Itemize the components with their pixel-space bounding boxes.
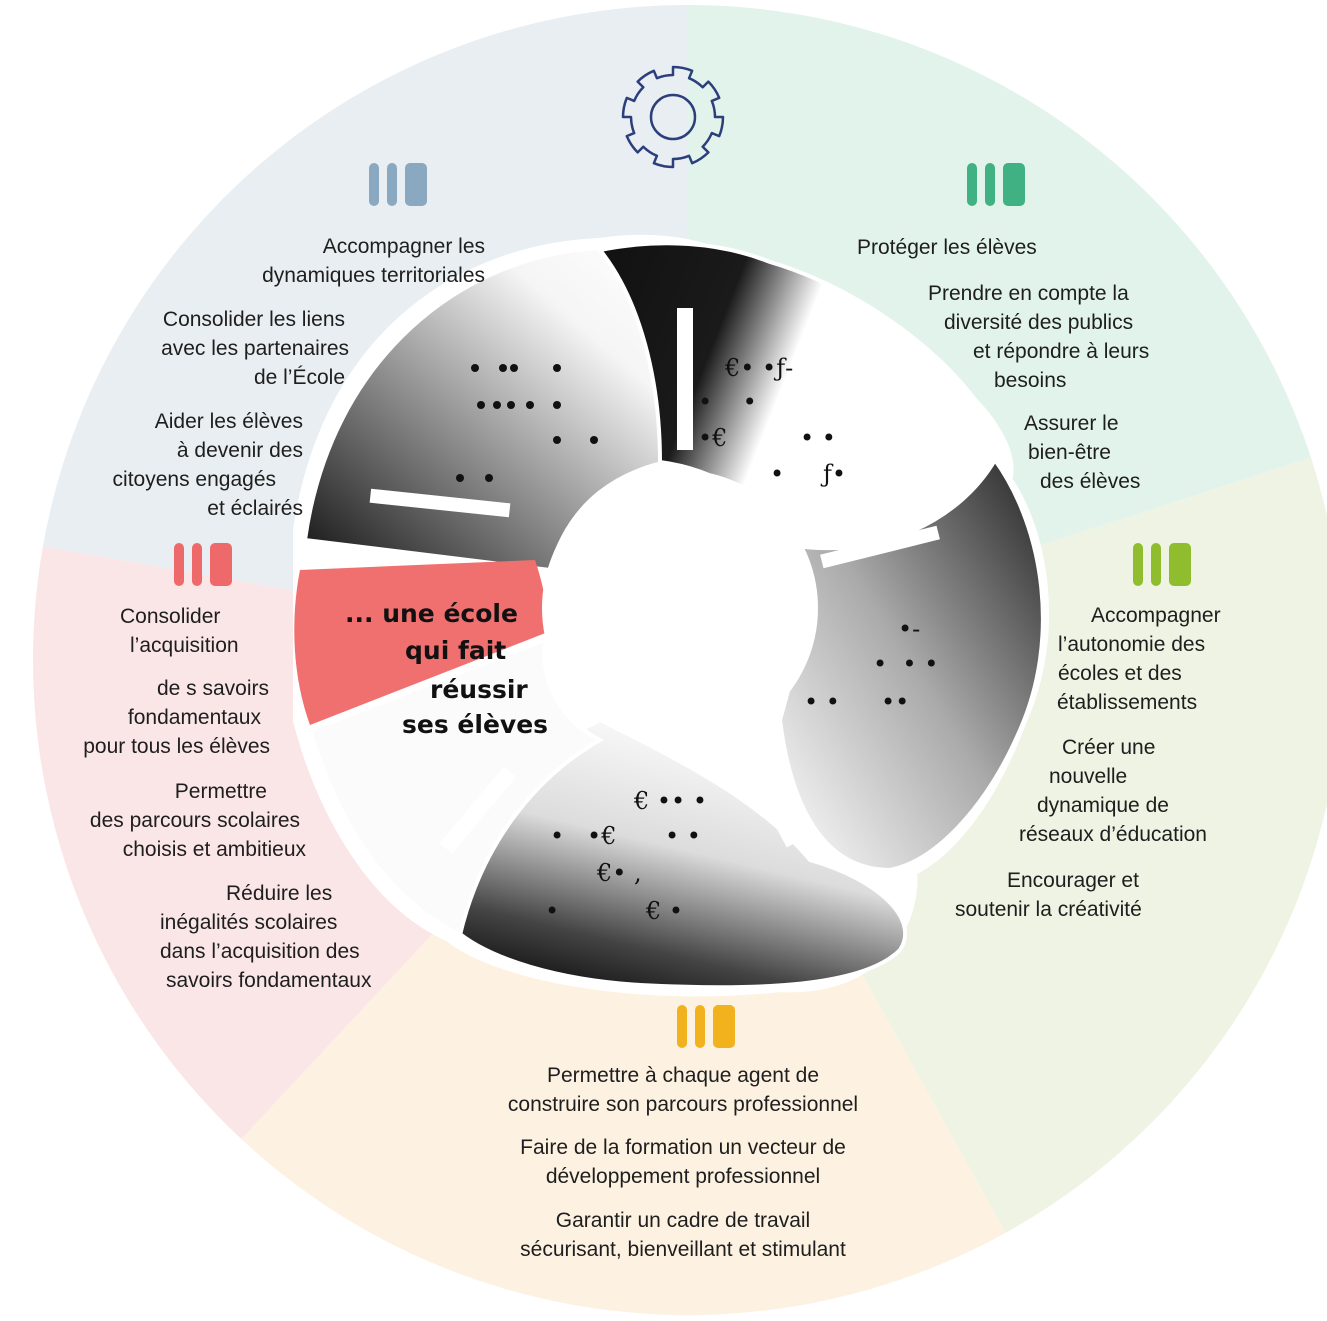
petal-glyph: • [770, 460, 785, 488]
petal-glyph: • • [698, 388, 757, 416]
gear-outline [621, 65, 725, 169]
connector-bar [677, 308, 693, 450]
petal-glyph: € •• • [634, 787, 707, 815]
icon-bar [1133, 543, 1143, 586]
inner-wheel [293, 234, 1050, 997]
petal-glyph: •- [898, 615, 921, 643]
lime-item-3: Encourager et soutenir la créativité [955, 869, 1142, 921]
petal-glyph: • • [804, 688, 840, 716]
green-item-1: Protéger les élèves [857, 236, 1037, 259]
icon-bar [174, 543, 184, 586]
petal-glyph: •• [881, 688, 910, 716]
blue-item-2: Consolider les liens [162, 308, 345, 331]
gear-center [649, 93, 697, 141]
red-item-2: de s savoirs fondamentaux pour tous les … [83, 677, 270, 758]
red-item-1: Consolider l’acquisition [120, 605, 239, 657]
icon-bar [967, 163, 977, 206]
three-bars-icon [174, 543, 232, 586]
petal-glyph: €• •ƒ- [725, 354, 794, 382]
petal-glyph: •€ [698, 424, 728, 452]
hub [542, 470, 818, 746]
three-bars-icon [1133, 543, 1191, 586]
center-highlight [294, 560, 548, 725]
green-item-3: Assurer le bien-être des élèves [1024, 412, 1141, 493]
icon-bar [1151, 543, 1161, 586]
connector-bar [369, 488, 511, 518]
petal-glyph: €• , [597, 859, 642, 887]
red-item-4: Réduire les inégalités scolaires dans l’… [160, 882, 372, 992]
icon-bar [1003, 163, 1025, 206]
red-item-3: Permettre des parcours scolaires choisis… [89, 780, 306, 861]
icon-bar [369, 163, 379, 206]
petal-glyph: € • [646, 897, 684, 925]
three-bars-icon [677, 1005, 735, 1048]
icon-bar [405, 163, 427, 206]
center-title-line-3: réussir [430, 675, 528, 704]
icon-bar [677, 1005, 687, 1048]
connector-bar [735, 742, 801, 848]
icon-bar [713, 1005, 735, 1048]
icon-bar [695, 1005, 705, 1048]
lime-item-1: Accompagner l’autonomie des écoles et de… [1057, 604, 1221, 714]
center-title-line-1: ... une école [345, 599, 518, 628]
center-title-line-4: ses élèves [402, 710, 549, 739]
icon-bar [1169, 543, 1191, 586]
icon-bar [210, 543, 232, 586]
connector-bar [820, 525, 940, 569]
petal-glyph: • • [665, 822, 701, 850]
petal-glyph: • •€ [550, 822, 617, 850]
center-title-line-2: qui fait [405, 636, 507, 665]
icon-bar [387, 163, 397, 206]
petal-glyph: • [545, 897, 560, 925]
icon-bar [985, 163, 995, 206]
connector-bar [439, 766, 517, 854]
three-bars-icon [369, 163, 427, 206]
petal-glyph: • • • [873, 650, 939, 678]
green-item-2: Prendre en compte la diversité des publi… [928, 282, 1150, 392]
gear-icon [621, 65, 725, 169]
petal-lower-left [307, 636, 605, 938]
petal-glyph: • • [800, 424, 836, 452]
petal-glyph: ƒ• [823, 460, 847, 488]
icon-bar [192, 543, 202, 586]
lime-item-2: Créer une nouvelle dynamique de réseaux … [1019, 736, 1207, 846]
three-bars-icon [967, 163, 1025, 206]
